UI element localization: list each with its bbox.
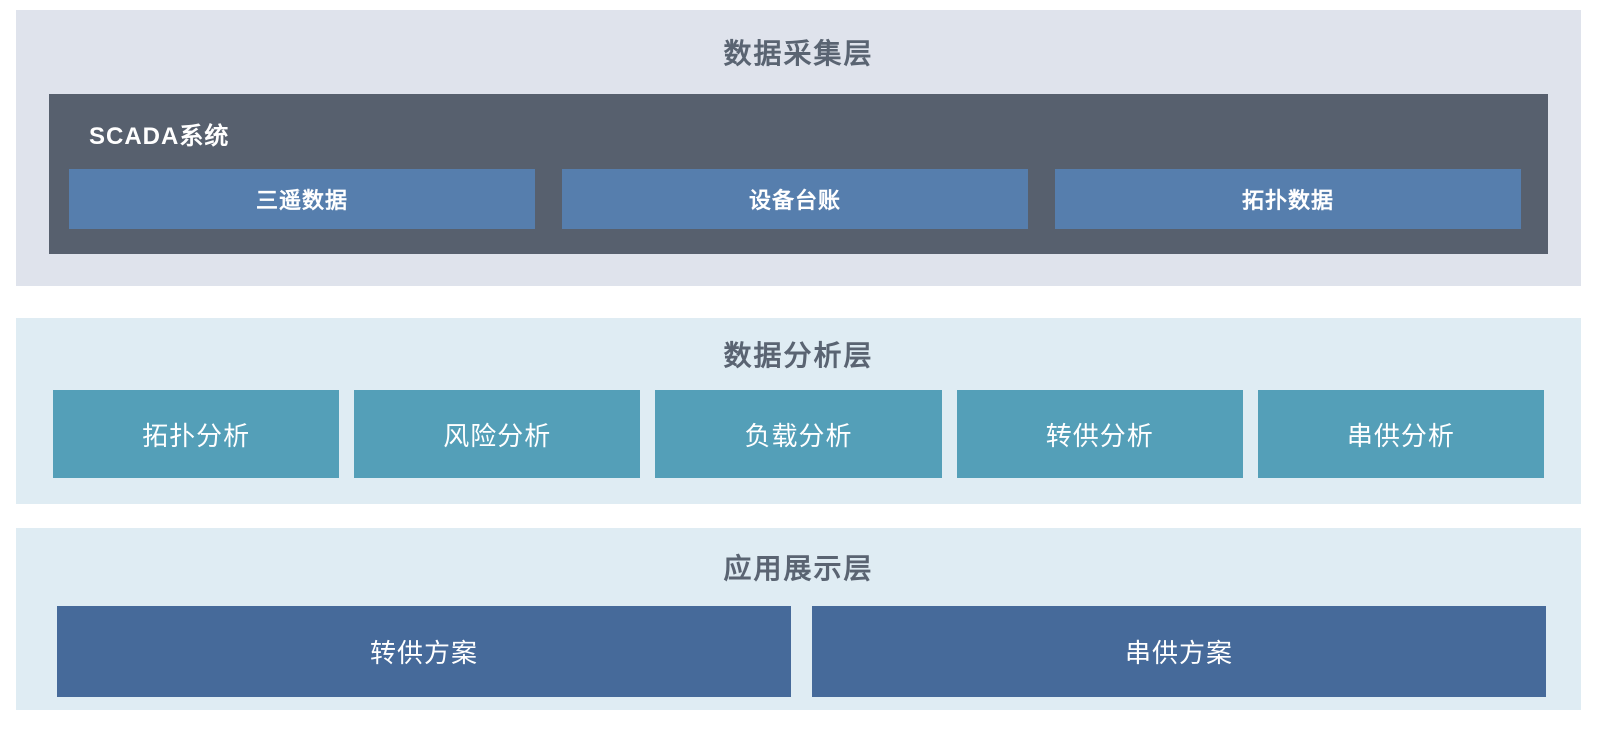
scada-box-topology-data: 拓扑数据 — [1055, 169, 1521, 229]
analysis-box-topology: 拓扑分析 — [53, 390, 340, 478]
data-analysis-layer-section: 数据分析层 拓扑分析 风险分析 负载分析 转供分析 串供分析 — [16, 318, 1581, 504]
scada-box-equipment-ledger: 设备台账 — [562, 169, 1028, 229]
application-box-series-supply-plan: 串供方案 — [812, 606, 1546, 697]
analysis-box-risk: 风险分析 — [354, 390, 641, 478]
analysis-box-transfer-supply: 转供分析 — [956, 390, 1243, 478]
application-boxes-row: 转供方案 串供方案 — [16, 606, 1581, 697]
application-box-transfer-supply-plan: 转供方案 — [57, 606, 791, 697]
analysis-box-series-supply: 串供分析 — [1257, 390, 1545, 478]
application-display-layer-section: 应用展示层 转供方案 串供方案 — [16, 528, 1581, 710]
scada-system-label: SCADA系统 — [89, 123, 230, 150]
analysis-boxes-row: 拓扑分析 风险分析 负载分析 转供分析 串供分析 — [16, 390, 1581, 478]
scada-system-group: SCADA系统 三遥数据 设备台账 拓扑数据 — [49, 94, 1548, 254]
data-analysis-layer-title: 数据分析层 — [723, 340, 874, 371]
scada-boxes-row: 三遥数据 设备台账 拓扑数据 — [69, 169, 1521, 229]
scada-box-telemetry-data: 三遥数据 — [69, 169, 535, 229]
application-display-layer-title: 应用展示层 — [723, 553, 874, 584]
analysis-box-load: 负载分析 — [655, 390, 942, 478]
data-collection-layer-section: 数据采集层 SCADA系统 三遥数据 设备台账 拓扑数据 — [16, 10, 1581, 286]
data-collection-layer-title: 数据采集层 — [723, 38, 874, 69]
